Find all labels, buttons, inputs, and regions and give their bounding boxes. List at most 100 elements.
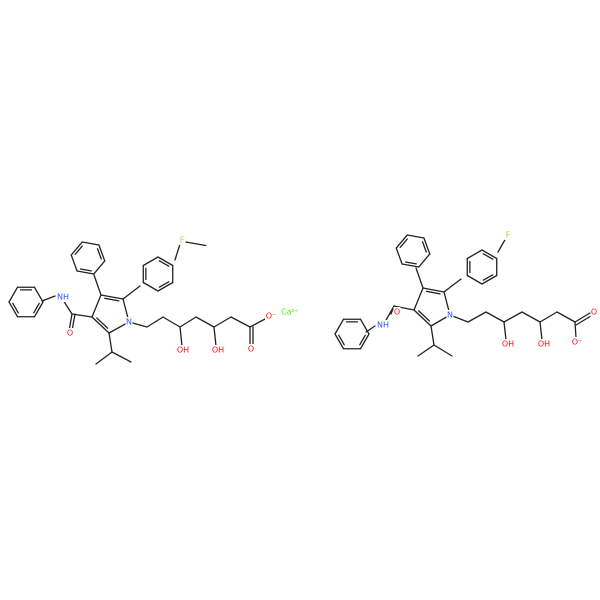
mol2-chain-bond (521, 311, 541, 323)
mol2-pyrrole-inner-bond (425, 290, 441, 295)
mol1-hydroxyl-2: OH (212, 346, 224, 355)
mol1-phenyl-link (93, 274, 102, 296)
mol2-phenyl-ring-bond (395, 247, 403, 265)
mol2-isopropyl-bond (430, 325, 435, 346)
mol2-anilide-ring-bond (359, 333, 370, 350)
mol2-chain-bond (539, 311, 558, 323)
mol2-amide-nh: NH (377, 321, 389, 330)
mol1-phenyl-ring-inner-bond (96, 248, 102, 260)
mol2-carboxylate-o-minus: O⁻ (572, 338, 583, 347)
mol1-anilide-ring-bond (8, 301, 19, 318)
mol2-fluoro-bond (497, 237, 507, 253)
mol2-carboxylate-o-minus-bg (571, 337, 583, 347)
mol2-amide-link (393, 305, 415, 311)
mol2-phenyl-link (415, 267, 424, 289)
mol2-phenyl-ring-bond (401, 263, 420, 268)
mol2-isopropyl-methyl (433, 344, 453, 357)
mol2-phenyl-ring-inner-bond (399, 238, 408, 249)
mol1-isopropyl-methyl (95, 351, 113, 365)
mol1-pyrrole-bond (91, 316, 110, 334)
mol1-phenyl-ring-bond (70, 254, 78, 272)
mol1-carboxylate-o-bg (247, 344, 255, 354)
mol2-fluorophenyl-ring-bond (481, 249, 498, 260)
mol2-fluorine: F (506, 231, 511, 240)
mol2-fluorophenyl-ring-bond (481, 274, 498, 285)
mol2-fluorine-bg (504, 230, 512, 240)
mol1-chain-bond (179, 316, 197, 328)
mol2-carboxylate-double (574, 312, 591, 323)
mol2-phenyl-ring-inner-bond (421, 241, 427, 253)
mol1-carbonyl-oxygen: O (67, 329, 73, 338)
mol1-anilide-link (41, 295, 56, 302)
mol1-fluorophenyl-ring-inner-bond (158, 260, 170, 267)
mol1-anilide-ring-inner-bond (33, 302, 40, 314)
mol1-pyrrole-nitrogen-bg (125, 317, 133, 327)
mol1-fluorophenyl-link (122, 285, 141, 300)
mol2-pyrrole-nitrogen-bg (446, 310, 454, 320)
mol2-chain-bond (485, 311, 505, 323)
mol2-amide-n-bond (384, 305, 395, 323)
mol1-hydroxyl-bond (213, 326, 217, 347)
mol1-hydroxyl-1: OH (177, 346, 189, 355)
mol1-fluoro-bond-2 (174, 243, 181, 261)
bond-layer (8, 234, 592, 365)
mol2-chain-bond (467, 311, 487, 323)
mol1-pyrrole-nitrogen: N (126, 318, 132, 327)
mol1-phenyl-ring-bond (93, 260, 106, 275)
mol2-pyrrole-bond (413, 287, 424, 311)
mol1-phenyl-ring-inner-bond (79, 268, 92, 272)
mol2-hydroxyl-bond (539, 321, 543, 341)
mol1-fluorine: F (180, 236, 185, 245)
mol1-hydroxyl-1-bg (177, 345, 189, 355)
mol1-pyrrole-bond (100, 294, 124, 300)
mol1-chain-bond (146, 316, 164, 328)
mol2-phenyl-ring-bond (395, 234, 408, 249)
mol2-hydroxyl-1: OH (502, 340, 514, 349)
mol1-carboxylate-bond (249, 317, 268, 328)
mol1-amide-nh-bg (57, 292, 69, 302)
mol2-anilide-ring-inner-bond (359, 334, 366, 346)
mol2-fluorophenyl-ring-inner-bond (482, 274, 494, 281)
mol2-carboxylate-double-2 (575, 315, 592, 326)
mol1-isopropyl-methyl (111, 351, 132, 363)
mol1-isopropyl-bond (108, 332, 113, 353)
mol1-fluorophenyl-ring-bond (157, 256, 174, 267)
mol2-phenyl-ring-inner-bond (404, 261, 417, 265)
mol1-anilide-ring-bond (8, 286, 19, 303)
mol2-phenyl-ring-bond (406, 234, 425, 239)
mol2-anilide-ring-bond (359, 318, 370, 335)
mol1-fluorophenyl-ring-bond (142, 256, 159, 267)
mol1-anilide-ring-bond (33, 286, 44, 303)
mol2-hydroxyl-bond (503, 321, 507, 341)
mol1-fluorophenyl-ring-inner-bond (158, 281, 170, 288)
mol1-hydroxyl-bond (179, 326, 183, 347)
mol1-fluorophenyl-ring-bond (142, 281, 159, 292)
mol1-carbonyl-oxygen-bg (66, 328, 74, 338)
mol1-amide-nh: NH (57, 293, 69, 302)
mol1-pyrrole-inner-bond (96, 317, 109, 329)
mol1-carboxylate-o: O (248, 345, 254, 354)
mol2-isopropyl-methyl (417, 344, 435, 357)
mol1-fluorophenyl-ring-bond (157, 281, 174, 292)
mol2-hydroxyl-1-bg (502, 339, 514, 349)
mol1-chain-bond (195, 316, 215, 328)
mol1-phenyl-ring-bond (81, 241, 100, 246)
mol2-hydroxyl-2-bg (538, 339, 550, 349)
mol1-anilide-ring-bond (33, 301, 44, 318)
mol2-carbonyl-oxygen: O (394, 308, 400, 317)
mol2-phenyl-ring-bond (418, 253, 431, 268)
mol2-fluorophenyl-link (443, 278, 462, 293)
mol2-phenyl-ring-bond (423, 237, 431, 255)
mol1-pyrrole-inner-bond (104, 297, 120, 302)
mol2-anilide-ring-bond (334, 333, 345, 350)
mol2-chain-bond (556, 311, 576, 323)
mol2-fluorophenyl-ring-bond (466, 249, 483, 260)
mol2-pyrrole-nitrogen: N (447, 311, 453, 320)
mol1-phenyl-ring-bond (76, 270, 95, 275)
mol2-anilide-ring-bond (334, 318, 345, 335)
mol1-pyrrole-bond (91, 294, 102, 318)
mol2-hydroxyl-2: OH (538, 340, 550, 349)
mol1-phenyl-ring-bond (98, 244, 106, 262)
